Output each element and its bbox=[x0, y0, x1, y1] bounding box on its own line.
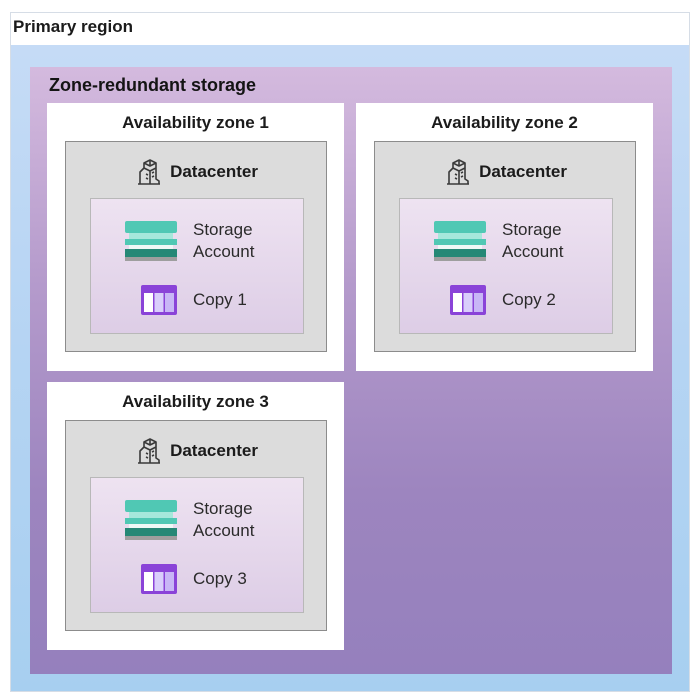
datacenter-icon bbox=[447, 159, 470, 185]
storage-account-label-line-2: Account bbox=[193, 242, 255, 261]
copy-label: Copy 3 bbox=[193, 569, 247, 588]
availability-zone-title: Availability zone 1 bbox=[122, 113, 269, 132]
primary-region-title: Primary region bbox=[13, 17, 133, 36]
storage-account-label: Storage Account bbox=[502, 219, 563, 263]
storage-account-label-line-2: Account bbox=[193, 521, 255, 540]
table-copy-icon bbox=[141, 564, 177, 594]
datacenter-box: Datacenter Storage bbox=[65, 420, 327, 631]
storage-account-box: Storage Account Copy 3 bbox=[90, 477, 304, 613]
copy-label: Copy 1 bbox=[193, 290, 247, 309]
availability-zone-2: Availability zone 2 Datacenter bbox=[356, 103, 653, 371]
storage-account-box: Storage Account Copy 1 bbox=[90, 198, 304, 334]
storage-account-row: Storage Account bbox=[125, 498, 254, 542]
availability-zone-1: Availability zone 1 Datacenter bbox=[47, 103, 344, 371]
table-copy-icon bbox=[141, 285, 177, 315]
storage-account-icon bbox=[434, 221, 486, 261]
datacenter-header: Datacenter bbox=[66, 156, 326, 188]
datacenter-header: Datacenter bbox=[375, 156, 635, 188]
availability-zone-title: Availability zone 3 bbox=[122, 392, 269, 411]
storage-account-label-line-1: Storage bbox=[193, 499, 253, 518]
storage-account-label-line-1: Storage bbox=[193, 220, 253, 239]
datacenter-label: Datacenter bbox=[170, 441, 258, 460]
primary-region: Primary region Zone-redundant storage Av… bbox=[10, 12, 690, 692]
availability-zone-title: Availability zone 2 bbox=[431, 113, 578, 132]
copy-row: Copy 1 bbox=[141, 285, 247, 315]
datacenter-icon bbox=[138, 438, 161, 464]
copy-row: Copy 3 bbox=[141, 564, 247, 594]
primary-region-header: Primary region bbox=[11, 13, 689, 45]
storage-account-row: Storage Account bbox=[434, 219, 563, 263]
availability-zone-3: Availability zone 3 Datacenter bbox=[47, 382, 344, 650]
datacenter-label: Datacenter bbox=[479, 162, 567, 181]
storage-account-box: Storage Account Copy 2 bbox=[399, 198, 613, 334]
datacenter-header: Datacenter bbox=[66, 435, 326, 467]
storage-account-label-line-2: Account bbox=[502, 242, 564, 261]
copy-row: Copy 2 bbox=[450, 285, 556, 315]
storage-account-label: Storage Account bbox=[193, 498, 254, 542]
zone-redundant-storage-title: Zone-redundant storage bbox=[49, 75, 257, 95]
copy-label: Copy 2 bbox=[502, 290, 556, 309]
storage-account-label: Storage Account bbox=[193, 219, 254, 263]
storage-account-row: Storage Account bbox=[125, 219, 254, 263]
storage-account-icon bbox=[125, 500, 177, 540]
datacenter-icon bbox=[138, 159, 161, 185]
datacenter-label: Datacenter bbox=[170, 162, 258, 181]
storage-account-icon bbox=[125, 221, 177, 261]
datacenter-box: Datacenter Storage bbox=[374, 141, 636, 352]
storage-account-label-line-1: Storage bbox=[502, 220, 562, 239]
zone-redundant-storage: Zone-redundant storage Availability zone… bbox=[30, 67, 672, 674]
datacenter-box: Datacenter Storage bbox=[65, 141, 327, 352]
table-copy-icon bbox=[450, 285, 486, 315]
